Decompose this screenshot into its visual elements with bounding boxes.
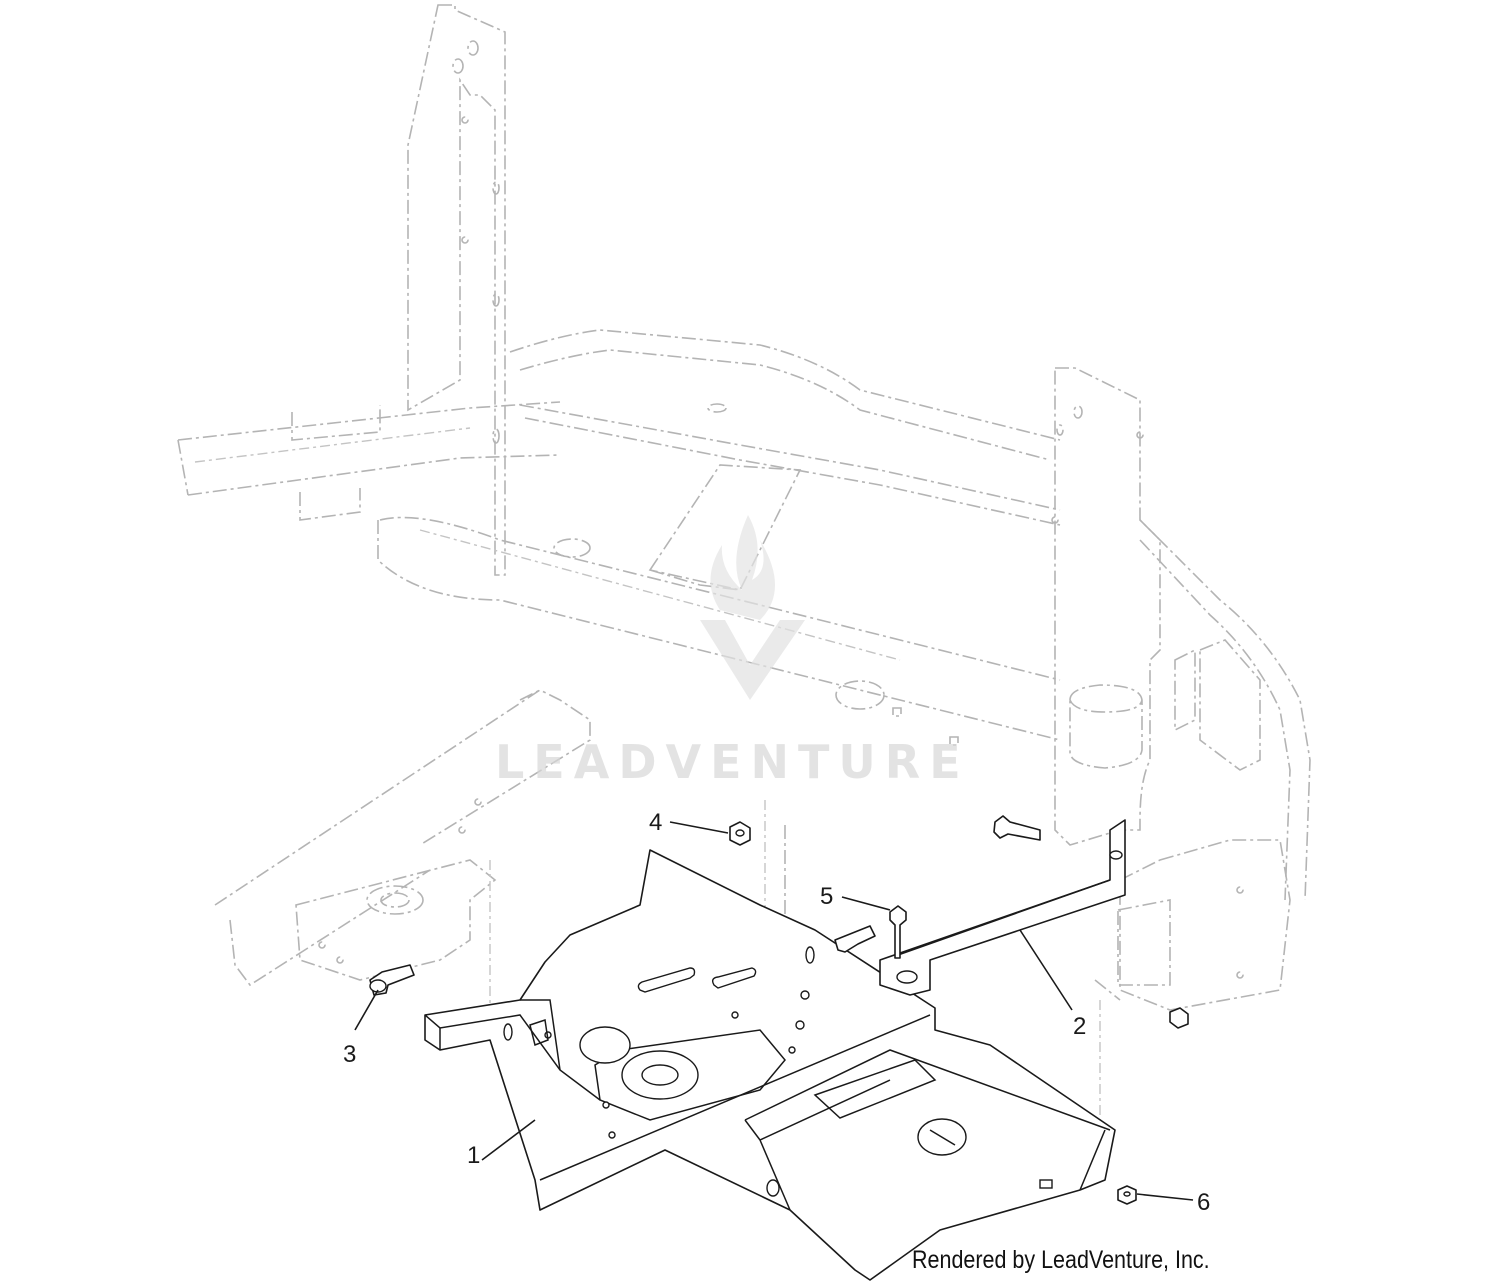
callouts: 1 2 3 4 5 6 [343,809,1210,1216]
callout-6: 6 [1197,1189,1210,1216]
bolt-5-icon [889,905,907,959]
nut-6-icon [1117,1007,1189,1205]
leadventure-watermark: LEADVENTURE [495,515,970,789]
callout-4: 4 [649,809,662,836]
nut-4-icon [729,821,751,846]
render-credit: Rendered by LeadVenture, Inc. [912,1246,1210,1274]
bolt-3-icon [369,964,415,996]
part-1-bracket-base [424,849,1116,1281]
bolt-extra-icon [834,815,1041,953]
callout-2: 2 [1073,1013,1086,1040]
callout-3: 3 [343,1041,356,1068]
watermark-text: LEADVENTURE [495,735,970,789]
phantom-frame [177,4,1311,1170]
part-2-brace-bar [879,819,1126,996]
callout-5: 5 [820,883,833,910]
callout-1: 1 [467,1142,480,1169]
